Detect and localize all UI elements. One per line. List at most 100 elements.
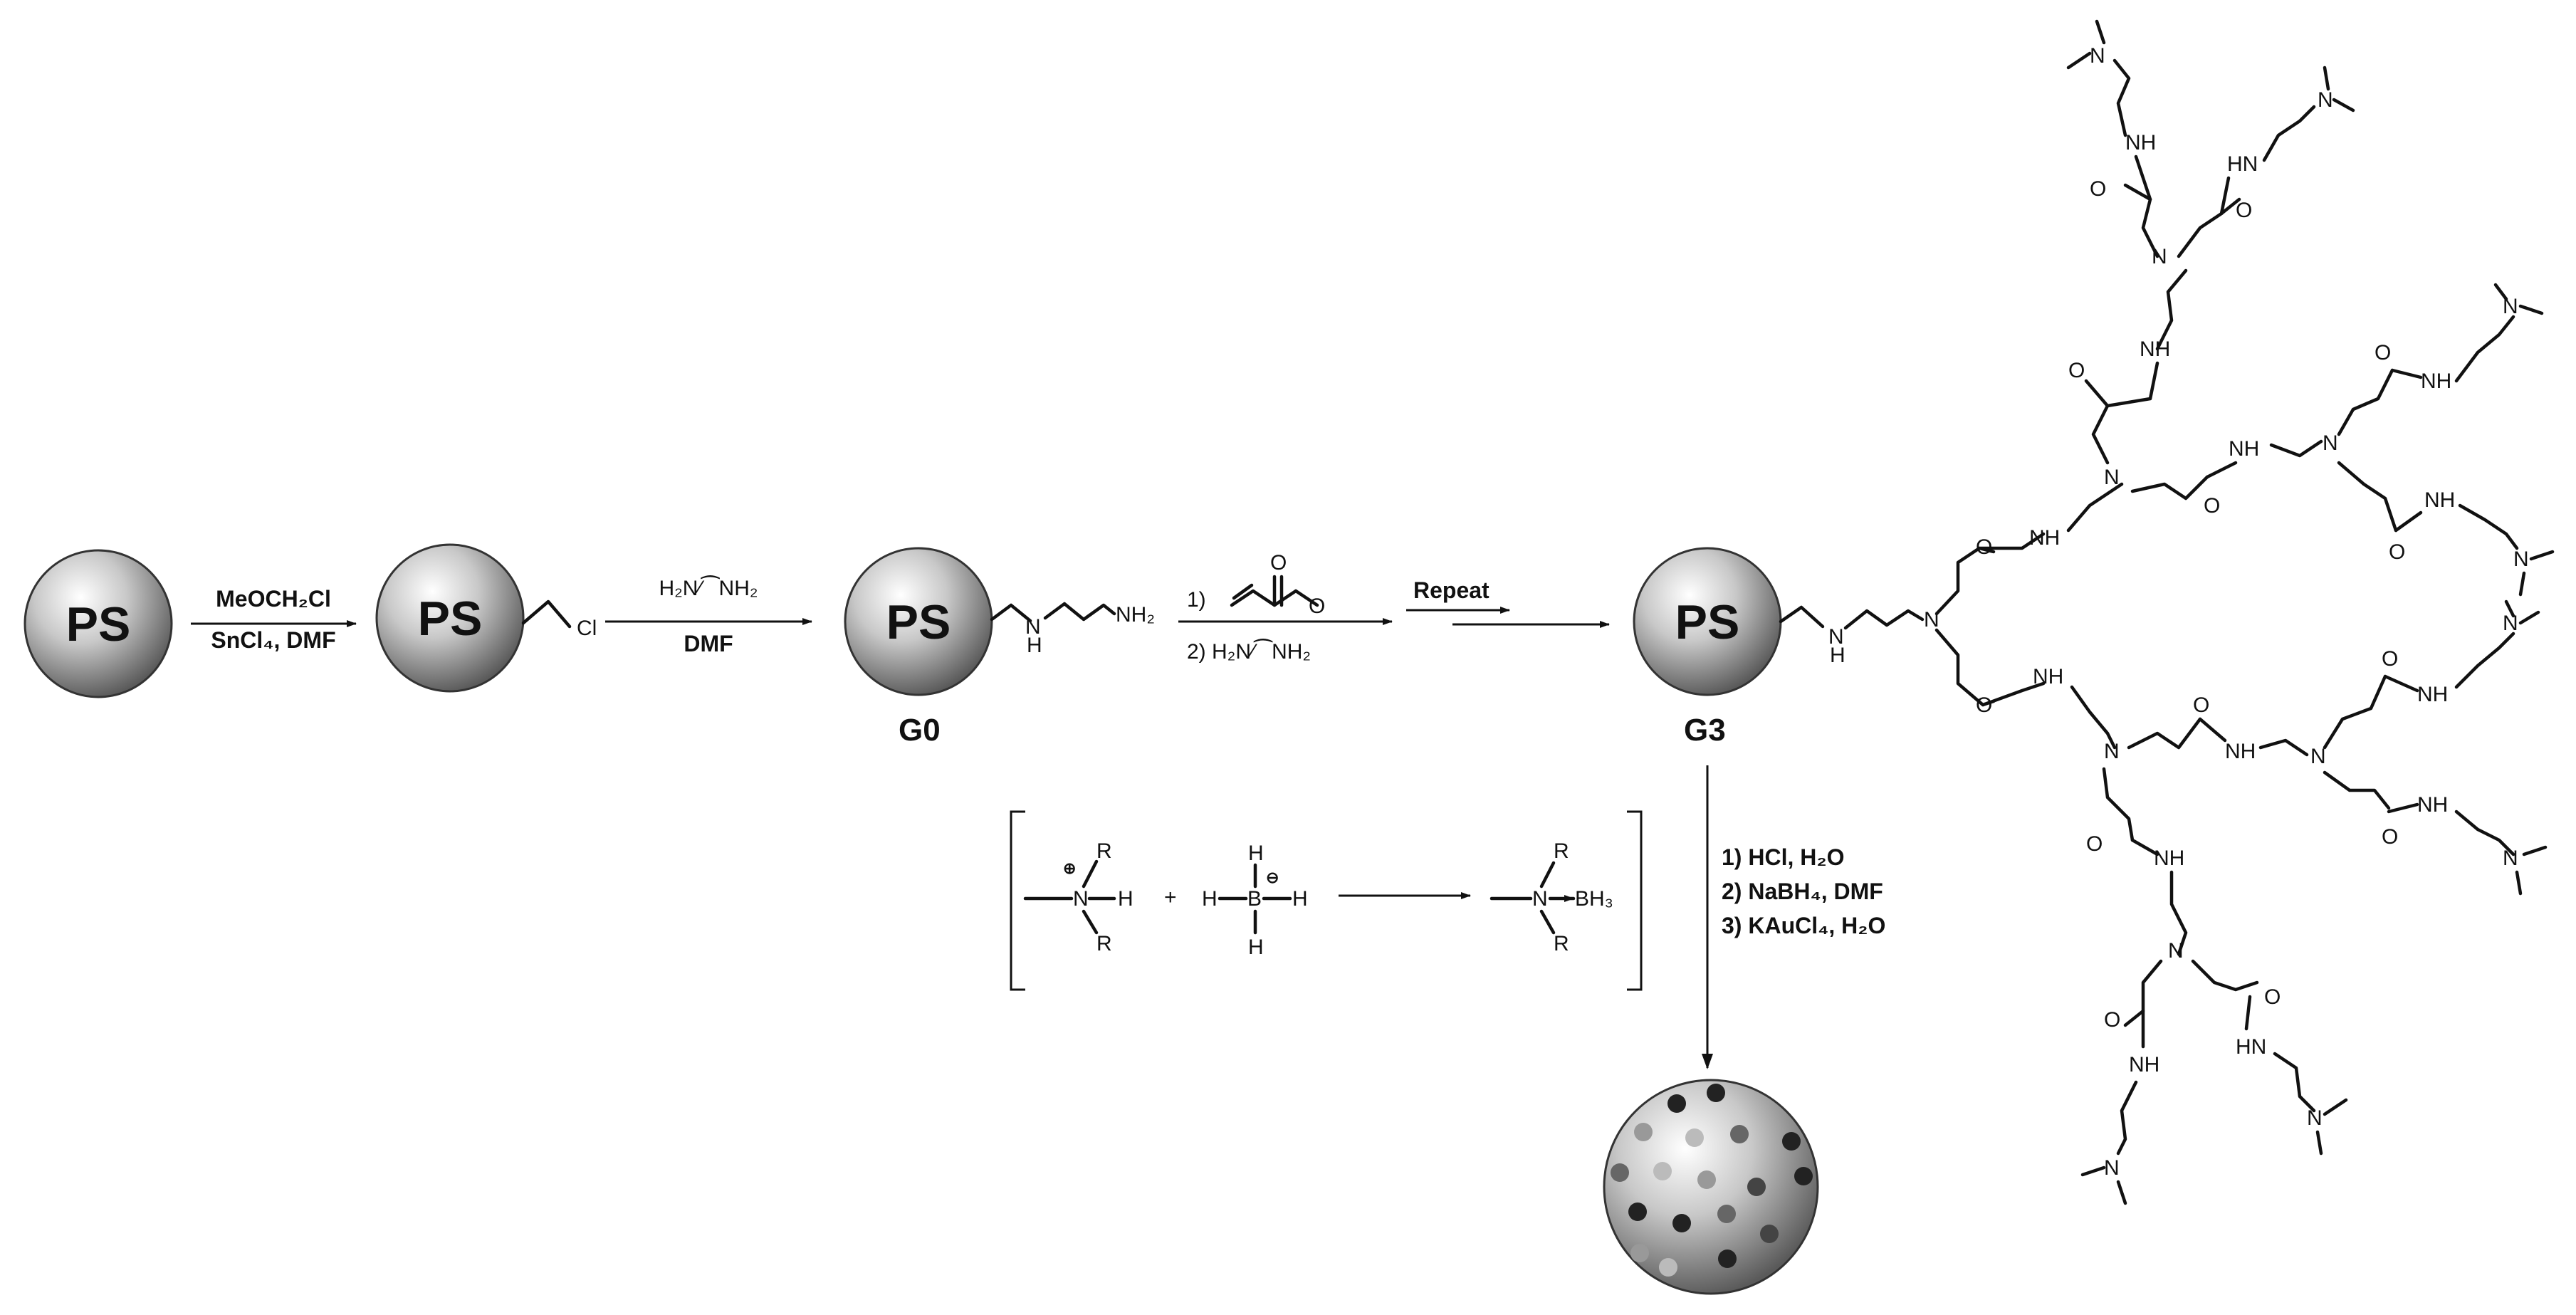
svg-text:N: N xyxy=(1532,887,1548,911)
mechanism-panel: N ⊕ H R R + H B ⊖ H H H N xyxy=(1010,810,1643,991)
bead-g0: PS N H NH₂ G0 xyxy=(844,547,1155,748)
bead-ps-start: PS xyxy=(23,549,173,698)
svg-text:NH: NH xyxy=(2229,437,2259,461)
nanoparticle-dot xyxy=(1760,1225,1779,1243)
step5-line3: 3) KAuCl₄, H₂O xyxy=(1722,913,1885,938)
svg-text:PS: PS xyxy=(418,592,483,646)
borohydride-charge: ⊖ xyxy=(1266,869,1279,886)
step4-arrow: Repeat xyxy=(1406,577,1610,628)
svg-text:N: N xyxy=(2090,44,2105,68)
svg-text:O: O xyxy=(2104,1008,2120,1032)
svg-text:N: N xyxy=(2168,939,2184,963)
svg-text:B: B xyxy=(1247,887,1262,911)
g3-label: G3 xyxy=(1684,713,1726,748)
svg-text:H: H xyxy=(1118,887,1133,911)
borohydride-species: H B ⊖ H H H xyxy=(1202,842,1308,959)
svg-text:N: N xyxy=(2323,431,2338,455)
svg-text:NH: NH xyxy=(2140,337,2170,361)
svg-text:NH: NH xyxy=(2424,488,2455,512)
svg-text:O: O xyxy=(2068,359,2085,382)
svg-text:O: O xyxy=(2236,199,2252,222)
step1-reagent-top: MeOCH₂Cl xyxy=(216,586,331,612)
nanoparticle-dot xyxy=(1634,1123,1653,1141)
acrylate-ester-o: O xyxy=(1309,594,1325,618)
nanoparticle-dot xyxy=(1659,1258,1677,1277)
plus-sign: + xyxy=(1164,886,1177,909)
svg-text:O: O xyxy=(2204,494,2220,518)
svg-text:O: O xyxy=(2090,177,2106,201)
svg-text:N: N xyxy=(2310,745,2326,768)
svg-text:NH: NH xyxy=(2417,793,2448,817)
svg-text:O: O xyxy=(2086,832,2103,856)
nanoparticle-dot xyxy=(1717,1205,1736,1223)
nanoparticle-dot xyxy=(1718,1249,1737,1268)
step1-reagent-bottom: SnCl₄, DMF xyxy=(211,627,335,653)
step1-arrow: MeOCH₂Cl SnCl₄, DMF xyxy=(191,586,357,653)
svg-text:H: H xyxy=(1292,887,1308,911)
svg-text:NH: NH xyxy=(2417,683,2448,706)
step3-line2: 2) H₂N⁄⁀NH₂ xyxy=(1187,639,1311,664)
svg-text:O: O xyxy=(2389,540,2405,564)
svg-text:H: H xyxy=(1248,936,1264,959)
svg-text:H: H xyxy=(1830,644,1845,667)
dendrimer-structure: O NH N O NH N O NH N O HN N O NH N xyxy=(1934,19,2555,1205)
svg-text:N: N xyxy=(2307,1106,2323,1130)
svg-text:NH: NH xyxy=(2129,1053,2159,1076)
step3-line1-prefix: 1) xyxy=(1187,588,1206,612)
chlorine-label: Cl xyxy=(577,617,597,640)
amine-borane-product: N BH₃ R R xyxy=(1489,839,1613,955)
nanoparticle-dot xyxy=(1707,1084,1725,1102)
step5-line1: 1) HCl, H₂O xyxy=(1722,844,1844,870)
svg-text:NH: NH xyxy=(2154,847,2184,870)
svg-text:NH: NH xyxy=(2225,740,2256,763)
nanoparticle-dot xyxy=(1672,1214,1691,1232)
nanoparticle-dot xyxy=(1782,1132,1801,1151)
svg-text:R: R xyxy=(1554,839,1569,863)
step2-reagent-bottom: DMF xyxy=(684,631,733,656)
svg-text:R: R xyxy=(1096,839,1112,863)
g0-amine-h: H xyxy=(1027,634,1042,657)
svg-text:N: N xyxy=(1073,887,1089,911)
nanoparticle-dot xyxy=(1794,1167,1813,1185)
svg-text:BH₃: BH₃ xyxy=(1575,887,1613,911)
nanoparticle-dot xyxy=(1611,1163,1629,1182)
nanoparticle-dot xyxy=(1685,1128,1704,1147)
svg-text:H: H xyxy=(1202,887,1218,911)
svg-text:H: H xyxy=(1248,842,1264,865)
svg-text:NH: NH xyxy=(2029,526,2060,550)
svg-text:O: O xyxy=(2193,693,2209,717)
svg-text:O: O xyxy=(2264,985,2281,1009)
nanoparticle-dot xyxy=(1747,1178,1766,1196)
svg-text:PS: PS xyxy=(1675,595,1740,649)
svg-text:N: N xyxy=(2104,466,2120,489)
svg-text:N: N xyxy=(2503,847,2518,870)
svg-text:N: N xyxy=(2503,295,2518,318)
svg-text:N: N xyxy=(2513,548,2529,571)
step2-reagent-top: H₂N⁄⁀NH₂ xyxy=(659,575,758,600)
svg-text:N: N xyxy=(1828,625,1844,649)
svg-text:HN: HN xyxy=(2227,152,2258,176)
svg-text:N: N xyxy=(2503,612,2518,635)
nanoparticle-dot xyxy=(1667,1094,1686,1113)
svg-text:N: N xyxy=(2104,740,2120,763)
svg-text:O: O xyxy=(2382,647,2398,671)
g0-amine-n: N xyxy=(1025,615,1041,639)
bead-ps-chloromethyl: PS Cl xyxy=(375,543,597,693)
svg-text:NH: NH xyxy=(2421,370,2451,393)
g0-label: G0 xyxy=(899,713,941,748)
bead-gold-nanoparticles xyxy=(1603,1079,1819,1295)
svg-text:N: N xyxy=(2318,88,2333,112)
step5-arrow: 1) HCl, H₂O 2) NaBH₄, DMF 3) KAuCl₄, H₂O xyxy=(1702,765,1885,1069)
svg-text:PS: PS xyxy=(66,597,131,651)
repeat-label: Repeat xyxy=(1413,577,1489,603)
step5-line2: 2) NaBH₄, DMF xyxy=(1722,879,1883,904)
svg-text:O: O xyxy=(2382,825,2398,849)
ammonium-species: N ⊕ H R R xyxy=(1023,839,1133,955)
ammonium-charge: ⊕ xyxy=(1063,859,1076,877)
svg-text:HN: HN xyxy=(2236,1035,2266,1059)
step2-arrow: H₂N⁄⁀NH₂ DMF xyxy=(605,575,812,656)
nanoparticle-dot xyxy=(1730,1125,1749,1143)
step3-arrow: 1) O O 2) H₂N⁄⁀NH₂ xyxy=(1178,551,1393,664)
svg-text:PS: PS xyxy=(886,595,951,649)
